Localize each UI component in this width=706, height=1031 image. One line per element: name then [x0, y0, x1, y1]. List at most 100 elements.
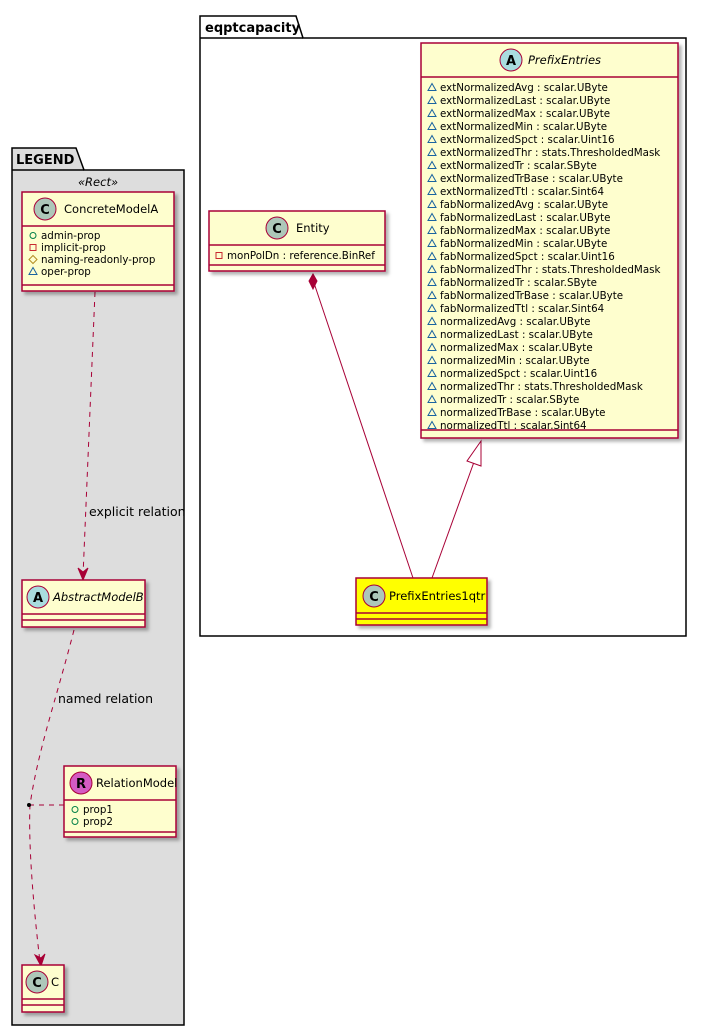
svg-text:R: R [76, 777, 86, 792]
attribute: fabNormalizedSpct : scalar.Uint16 [440, 251, 615, 263]
attribute-list: admin-propimplicit-propnaming-readonly-p… [28, 230, 155, 278]
class-prefix-entries-1qtr[interactable]: C PrefixEntries1qtr [355, 577, 488, 626]
attribute: extNormalizedThr : stats.ThresholdedMask [440, 147, 660, 159]
attribute: normalizedLast : scalar.UByte [440, 329, 593, 341]
attribute: extNormalizedAvg : scalar.UByte [440, 82, 608, 94]
attribute: fabNormalizedMax : scalar.UByte [440, 225, 610, 237]
visibility-package-icon [427, 290, 437, 299]
legend-stereotype: «Rect» [78, 175, 118, 189]
class-concrete-model-a[interactable]: C ConcreteModelA admin-propimplicit-prop… [21, 191, 175, 292]
visibility-package-icon [427, 420, 437, 429]
edge-entity-prefixentries1qtr [308, 272, 414, 579]
visibility-public-icon [71, 818, 79, 825]
visibility-package-icon [427, 355, 437, 364]
attribute: normalizedAvg : scalar.UByte [440, 316, 590, 328]
visibility-package-icon [28, 266, 38, 275]
attribute: normalizedTr : scalar.SByte [440, 394, 579, 406]
visibility-private-icon [215, 252, 223, 259]
visibility-package-icon [427, 108, 437, 117]
attribute: normalizedTrBase : scalar.UByte [440, 407, 605, 419]
attribute: prop1 [83, 804, 113, 816]
class-name: C [51, 975, 59, 989]
attribute: admin-prop [41, 230, 100, 242]
visibility-package-icon [427, 95, 437, 104]
visibility-package-icon [427, 381, 437, 390]
attribute: extNormalizedSpct : scalar.Uint16 [440, 134, 615, 146]
class-name: RelationModel [96, 776, 177, 790]
visibility-public-icon [29, 232, 37, 239]
visibility-protected-icon [28, 254, 38, 265]
visibility-package-icon [427, 160, 437, 169]
visibility-package-icon [427, 368, 437, 377]
svg-text:A: A [33, 591, 43, 606]
svg-text:C: C [40, 203, 50, 218]
association-class-dot [27, 803, 31, 807]
class-prefix-entries[interactable]: A PrefixEntries extNormalizedAvg : scala… [420, 42, 679, 439]
class-name: Entity [296, 221, 330, 235]
attribute: fabNormalizedTrBase : scalar.UByte [440, 290, 623, 302]
attribute-list: monPolDn : reference.BinRef [215, 250, 375, 262]
attribute: extNormalizedTtl : scalar.Sint64 [440, 186, 604, 198]
visibility-package-icon [427, 225, 437, 234]
named-arrowhead [33, 953, 46, 968]
visibility-package-icon [427, 199, 437, 208]
visibility-package-icon [427, 238, 437, 247]
attribute: extNormalizedMax : scalar.UByte [440, 108, 610, 120]
attribute: fabNormalizedAvg : scalar.UByte [440, 199, 608, 211]
attribute: implicit-prop [41, 242, 106, 254]
attribute: extNormalizedTrBase : scalar.UByte [440, 173, 623, 185]
class-entity[interactable]: C Entity monPolDn : reference.BinRef [208, 210, 386, 272]
attribute: normalizedMax : scalar.UByte [440, 342, 593, 354]
abstract-badge-icon [499, 48, 523, 72]
edge-prefixentries1qtr-prefixentries [431, 439, 482, 579]
relation-badge-icon [69, 771, 93, 795]
attribute: prop2 [83, 816, 113, 828]
explicit-arrowhead [77, 567, 89, 582]
attribute: fabNormalizedTtl : scalar.Sint64 [440, 303, 604, 315]
visibility-package-icon [427, 303, 437, 312]
attribute: extNormalizedMin : scalar.UByte [440, 121, 607, 133]
attribute: normalizedSpct : scalar.Uint16 [440, 368, 597, 380]
visibility-private-icon [29, 244, 37, 251]
class-name: ConcreteModelA [64, 202, 158, 216]
visibility-public-icon [71, 806, 79, 813]
class-badge-icon [33, 197, 57, 221]
visibility-package-icon [427, 264, 437, 273]
attribute: normalizedThr : stats.ThresholdedMask [440, 381, 643, 393]
class-abstract-model-b[interactable]: A AbstractModelB [21, 579, 146, 628]
visibility-package-icon [427, 329, 437, 338]
visibility-package-icon [427, 342, 437, 351]
visibility-package-icon [427, 121, 437, 130]
attribute: oper-prop [41, 266, 91, 278]
visibility-package-icon [427, 277, 437, 286]
explicit-relation-label: explicit relation [89, 504, 186, 519]
edge-named-relation: named relation [27, 629, 153, 968]
class-name: PrefixEntries [528, 53, 601, 67]
class-badge-icon [362, 584, 386, 608]
abstract-badge-icon [26, 585, 50, 609]
visibility-package-icon [427, 186, 437, 195]
edge-explicit-relation: explicit relation [77, 291, 186, 582]
attribute: extNormalizedLast : scalar.UByte [440, 95, 610, 107]
package-legend-label: LEGEND [16, 153, 75, 168]
attribute: fabNormalizedTr : scalar.SByte [440, 277, 597, 289]
attribute: fabNormalizedLast : scalar.UByte [440, 212, 610, 224]
visibility-package-icon [427, 394, 437, 403]
class-badge-icon [25, 970, 49, 994]
attribute: naming-readonly-prop [41, 254, 155, 266]
svg-text:A: A [506, 54, 516, 69]
attribute-list: extNormalizedAvg : scalar.UByteextNormal… [427, 82, 660, 432]
composition-diamond [308, 272, 318, 291]
visibility-package-icon [427, 147, 437, 156]
class-badge-icon [265, 216, 289, 240]
visibility-package-icon [427, 173, 437, 182]
class-c[interactable]: C C [21, 964, 65, 1013]
visibility-package-icon [427, 212, 437, 221]
attribute: extNormalizedTr : scalar.SByte [440, 160, 597, 172]
visibility-package-icon [427, 251, 437, 260]
attribute: normalizedMin : scalar.UByte [440, 355, 590, 367]
svg-text:C: C [272, 222, 282, 237]
